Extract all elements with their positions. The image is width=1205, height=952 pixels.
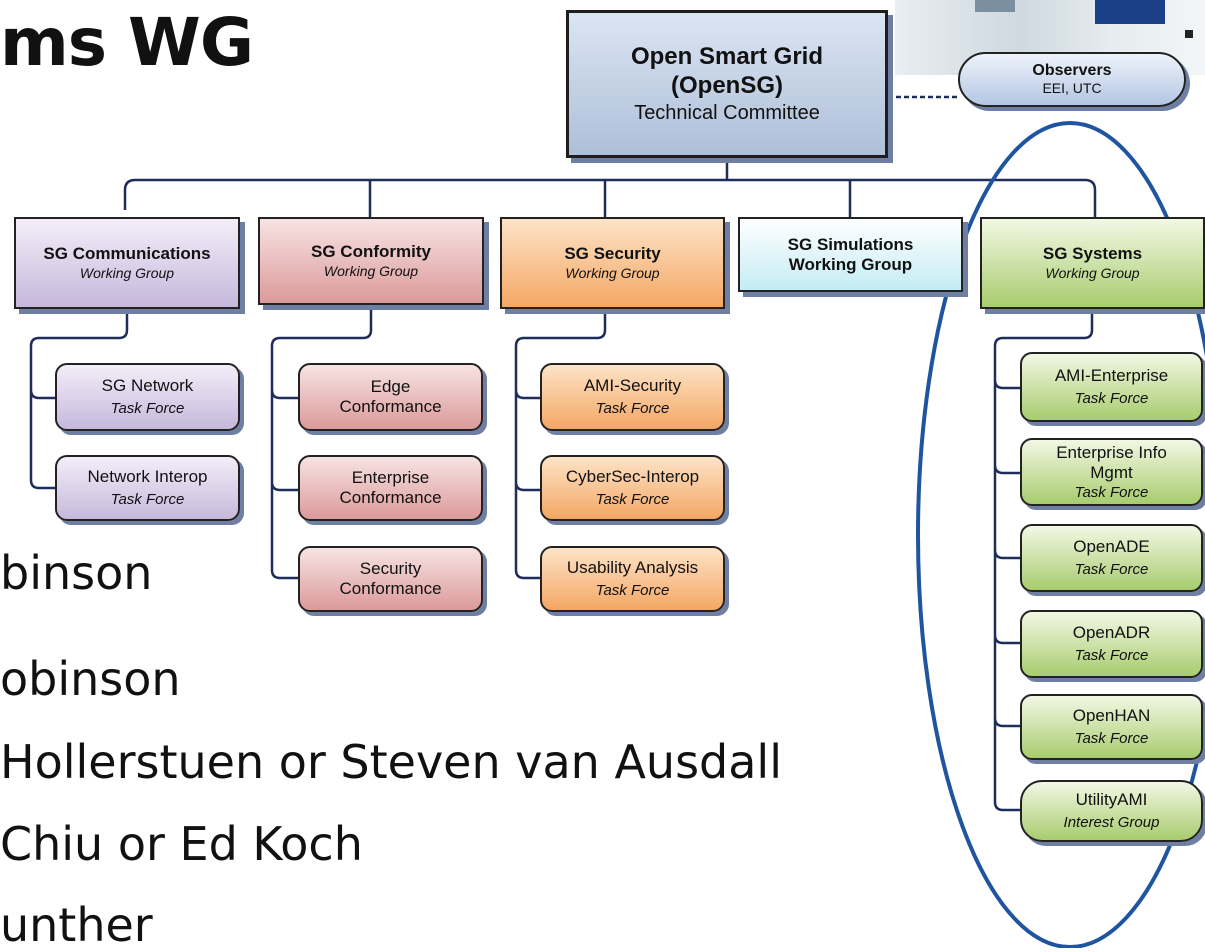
bullet-line: unther [0, 898, 153, 952]
bullet-line: Hollerstuen or Steven van Ausdall [0, 735, 782, 789]
observers-box: Observers EEI, UTC [958, 52, 1186, 107]
sg-systems-box: SG Systems Working Group [980, 217, 1205, 309]
wg-subtitle: Working Group [323, 263, 419, 279]
systems-bracket [993, 312, 1094, 812]
sg-simulations-box: SG Simulations Working Group [738, 217, 963, 292]
observers-label: Observers [1032, 62, 1112, 79]
tf-subtitle: Task Force [1074, 483, 1149, 501]
photo-detail [1095, 0, 1165, 24]
tf-name: Enterprise [351, 468, 430, 487]
tf-subtitle: Task Force [1074, 647, 1149, 664]
security-bracket [514, 312, 607, 580]
opensg-technical-committee-box: Open Smart Grid (OpenSG) Technical Commi… [566, 10, 888, 158]
tf-edge-conformance: Edge Conformance [298, 363, 483, 431]
conformity-bracket [270, 308, 373, 580]
tf-subtitle: Task Force [1074, 561, 1149, 578]
tf-name: Edge [370, 377, 411, 396]
tf-ami-security: AMI-Security Task Force [540, 363, 725, 431]
wg-name: SG Systems [1042, 244, 1143, 263]
wg-name: SG Conformity [311, 242, 431, 261]
slide-title: ms WG [0, 4, 254, 81]
photo-detail [975, 0, 1015, 12]
bullet-line: binson [0, 546, 153, 600]
tf-name: Network Interop [87, 467, 208, 486]
wg-subtitle: Working Group [79, 265, 175, 281]
tf-subtitle: Task Force [595, 400, 670, 417]
tf-subtitle: Task Force [1074, 730, 1149, 747]
tf-name: AMI-Security [583, 376, 682, 395]
tf-subtitle: Task Force [110, 491, 185, 508]
sg-conformity-box: SG Conformity Working Group [258, 217, 484, 305]
wg-bus [123, 178, 1097, 217]
wg-name: SG Communications [43, 244, 211, 263]
tf-name: Enterprise Info [1056, 442, 1167, 462]
tf-name: SG Network [101, 376, 194, 395]
tf-enterprise-info-mgmt: Enterprise Info Mgmt Task Force [1020, 438, 1203, 506]
bullet-line: Chiu or Ed Koch [0, 817, 363, 871]
bullet-line: obinson [0, 652, 181, 706]
tf-subtitle: Task Force [1074, 390, 1149, 407]
wg-subtitle: Working Group [788, 254, 913, 274]
tf-openhan: OpenHAN Task Force [1020, 694, 1203, 760]
wg-subtitle: Working Group [565, 265, 660, 281]
tf-openade: OpenADE Task Force [1020, 524, 1203, 592]
tf-security-conformance: Security Conformance [298, 546, 483, 612]
tf-subtitle: Task Force [110, 400, 185, 417]
tf-name: CyberSec-Interop [565, 467, 700, 486]
sg-communications-box: SG Communications Working Group [14, 217, 240, 309]
tf-name-line2: Mgmt [1090, 462, 1133, 482]
observers-members: EEI, UTC [1042, 80, 1102, 96]
top-box-line3: Technical Committee [634, 102, 820, 124]
tf-name: AMI-Enterprise [1054, 366, 1169, 385]
photo-detail [1185, 30, 1193, 38]
tf-name: UtilityAMI [1075, 790, 1148, 809]
tf-name: OpenHAN [1072, 706, 1151, 725]
communications-bracket [29, 312, 129, 490]
wg-name: SG Security [564, 244, 661, 263]
wg-drops [368, 180, 852, 217]
top-box-line2: (OpenSG) [671, 72, 783, 99]
sg-security-box: SG Security Working Group [500, 217, 725, 309]
tf-subtitle: Task Force [595, 582, 670, 599]
tf-name: OpenADR [1072, 623, 1151, 642]
tf-subtitle: Task Force [595, 491, 670, 508]
tf-enterprise-conformance: Enterprise Conformance [298, 455, 483, 521]
tf-cybersec-interop: CyberSec-Interop Task Force [540, 455, 725, 521]
tf-openadr: OpenADR Task Force [1020, 610, 1203, 678]
wg-name: SG Simulations [787, 234, 914, 254]
utilityami-interest-group: UtilityAMI Interest Group [1020, 780, 1203, 842]
tf-ami-enterprise: AMI-Enterprise Task Force [1020, 352, 1203, 422]
tf-network-interop: Network Interop Task Force [55, 455, 240, 521]
tf-name: Usability Analysis [566, 558, 699, 577]
tf-usability-analysis: Usability Analysis Task Force [540, 546, 725, 612]
tf-subtitle: Interest Group [1063, 814, 1160, 831]
tf-name-line2: Conformance [339, 397, 442, 416]
highlight-ellipse [916, 121, 1205, 948]
tf-sg-network: SG Network Task Force [55, 363, 240, 431]
wg-subtitle: Working Group [1045, 265, 1140, 281]
tf-name-line2: Conformance [339, 579, 442, 598]
tf-name-line2: Conformance [339, 488, 442, 507]
tf-name: OpenADE [1073, 537, 1150, 556]
tf-name: Security [359, 559, 422, 578]
top-box-line1: Open Smart Grid [630, 43, 824, 70]
